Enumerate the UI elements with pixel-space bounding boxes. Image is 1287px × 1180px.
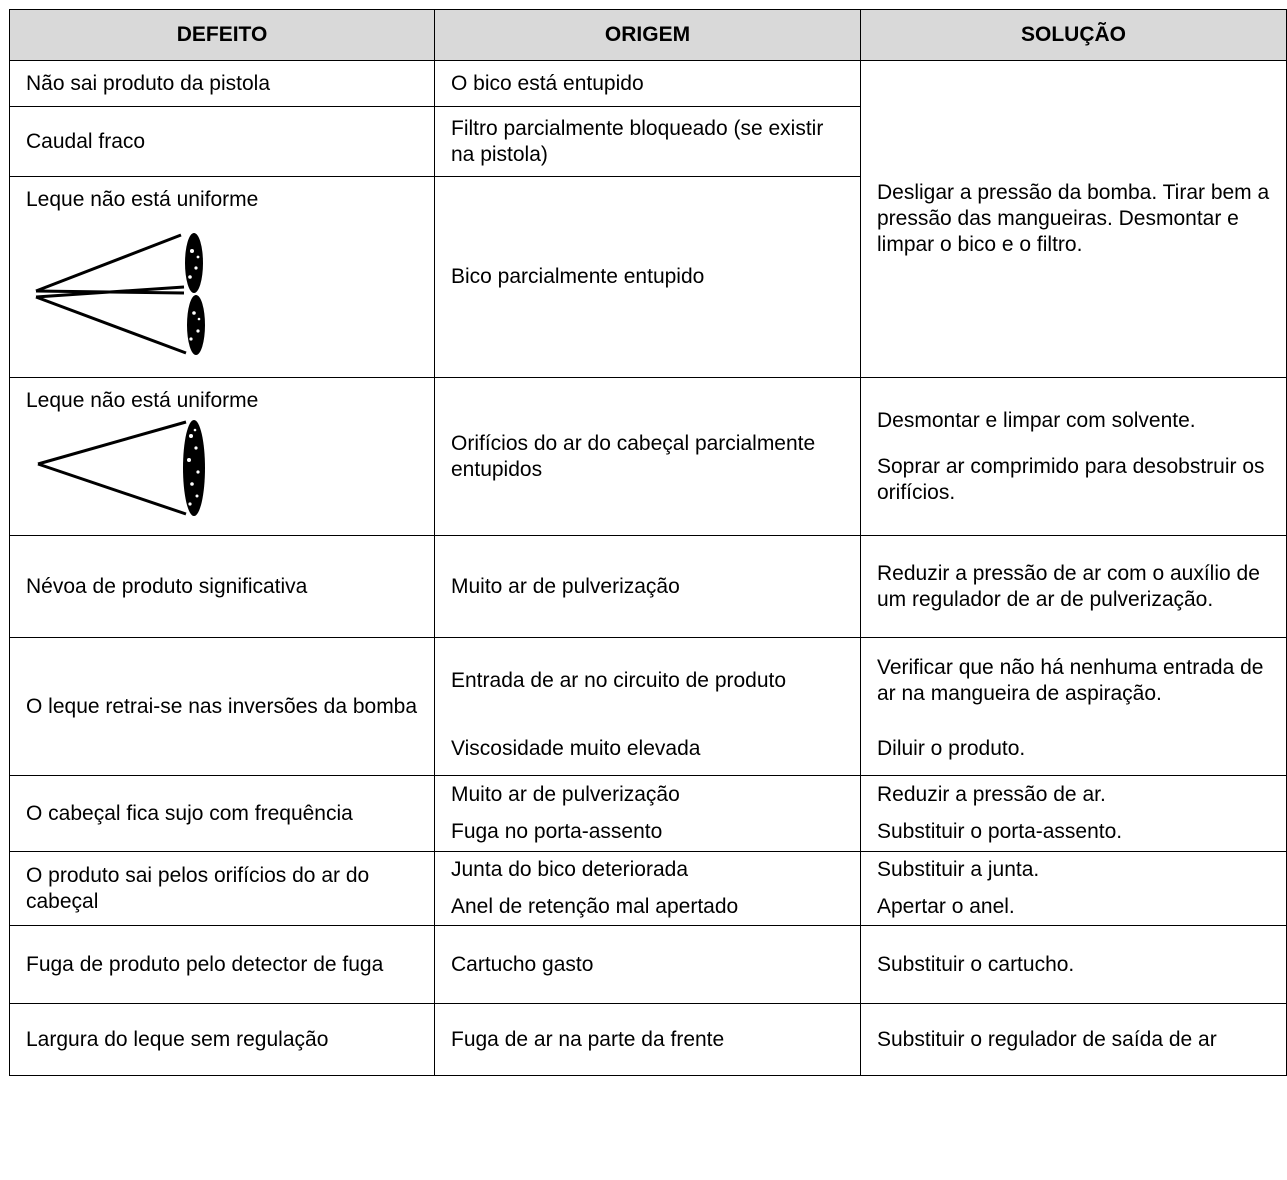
- cell-origem: Orifícios do ar do cabeçal parcialmente …: [434, 377, 861, 536]
- table-row: Largura do leque sem regulação Fuga de a…: [9, 1003, 1287, 1076]
- single-fan-spray-icon: [37, 420, 205, 516]
- cell-solucao: Reduzir a pressão de ar com o auxílio de…: [860, 535, 1287, 638]
- cell-solucao: Substituir o regulador de saída de ar: [860, 1003, 1287, 1076]
- header-solucao: SOLUÇÃO: [860, 9, 1287, 61]
- table-row: Anel de retenção mal apertado Apertar o …: [10, 888, 1287, 926]
- cell-origem: Fuga no porta-assento: [434, 813, 861, 852]
- header-defeito: DEFEITO: [9, 9, 435, 61]
- defeito-text: Leque não está uniforme: [26, 188, 259, 211]
- table-row: Leque não está uniforme Orifícios do ar …: [9, 377, 1287, 536]
- table-row: Fuga de produto pelo detector de fuga Ca…: [9, 925, 1287, 1004]
- cell-solucao: Desmontar e limpar com solvente. Soprar …: [860, 377, 1287, 536]
- solucao-text-1: Desmontar e limpar com solvente.: [877, 408, 1196, 432]
- cell-solucao: Apertar o anel.: [860, 888, 1287, 926]
- cell-solucao-shared: Desligar a pressão da bomba. Tirar bem a…: [860, 60, 1287, 378]
- cell-defeito: O cabeçal fica sujo com frequência: [9, 775, 435, 852]
- table-row: O produto sai pelos orifícios do ar do c…: [9, 851, 1287, 926]
- table-row: Não sai produto da pistola O bico está e…: [9, 60, 1287, 378]
- cell-origem: Anel de retenção mal apertado: [434, 888, 861, 926]
- cell-origem: Muito ar de pulverização: [434, 535, 861, 638]
- cell-origem: Entrada de ar no circuito de produto: [434, 637, 861, 724]
- defeito-text: Leque não está uniforme: [26, 389, 259, 412]
- table-row: O leque retrai-se nas inversões da bomba…: [9, 637, 1287, 776]
- cell-solucao: Substituir a junta.: [860, 851, 1287, 889]
- solucao-text: Desligar a pressão da bomba. Tirar bem a…: [877, 181, 1270, 256]
- cell-origem: Filtro parcialmente bloqueado (se existi…: [434, 106, 861, 177]
- double-fan-spray-icon: [35, 233, 205, 355]
- table-row: Fuga no porta-assento Substituir o porta…: [10, 813, 1287, 852]
- cell-solucao: Reduzir a pressão de ar.: [860, 775, 1287, 814]
- cell-defeito: Fuga de produto pelo detector de fuga: [9, 925, 435, 1004]
- troubleshooting-table: DEFEITO ORIGEM SOLUÇÃO Não sai produto d…: [9, 9, 1287, 1076]
- cell-defeito: Não sai produto da pistola: [9, 60, 435, 107]
- cell-origem: Viscosidade muito elevada: [434, 723, 861, 776]
- table-row: Caudal fraco Filtro parcialmente bloquea…: [9, 106, 1287, 177]
- cell-origem: O bico está entupido: [434, 60, 861, 107]
- cell-defeito: Leque não está uniforme: [9, 176, 435, 378]
- cell-defeito: Caudal fraco: [9, 106, 435, 177]
- header-origem: ORIGEM: [434, 9, 861, 61]
- table-row: Leque não está uniforme: [9, 176, 1287, 378]
- cell-defeito: Névoa de produto significativa: [9, 535, 435, 638]
- cell-solucao: Verificar que não há nenhuma entrada de …: [860, 637, 1287, 724]
- cell-defeito: Largura do leque sem regulação: [9, 1003, 435, 1076]
- cell-origem: Cartucho gasto: [434, 925, 861, 1004]
- cell-solucao: Substituir o cartucho.: [860, 925, 1287, 1004]
- cell-solucao: Substituir o porta-assento.: [860, 813, 1287, 852]
- solucao-text-2: Soprar ar comprimido para desobstruir os…: [877, 454, 1265, 504]
- cell-defeito: Leque não está uniforme: [9, 377, 435, 536]
- cell-defeito: O leque retrai-se nas inversões da bomba: [9, 637, 435, 776]
- cell-defeito: O produto sai pelos orifícios do ar do c…: [9, 851, 435, 926]
- table-row: O cabeçal fica sujo com frequência Muito…: [9, 775, 1287, 852]
- cell-origem: Muito ar de pulverização: [434, 775, 861, 814]
- cell-solucao: Diluir o produto.: [860, 723, 1287, 776]
- table-header-row: DEFEITO ORIGEM SOLUÇÃO: [9, 9, 1287, 61]
- cell-origem: Fuga de ar na parte da frente: [434, 1003, 861, 1076]
- cell-origem: Bico parcialmente entupido: [434, 176, 861, 378]
- cell-origem: Junta do bico deteriorada: [434, 851, 861, 889]
- table-row: Névoa de produto significativa Muito ar …: [9, 535, 1287, 638]
